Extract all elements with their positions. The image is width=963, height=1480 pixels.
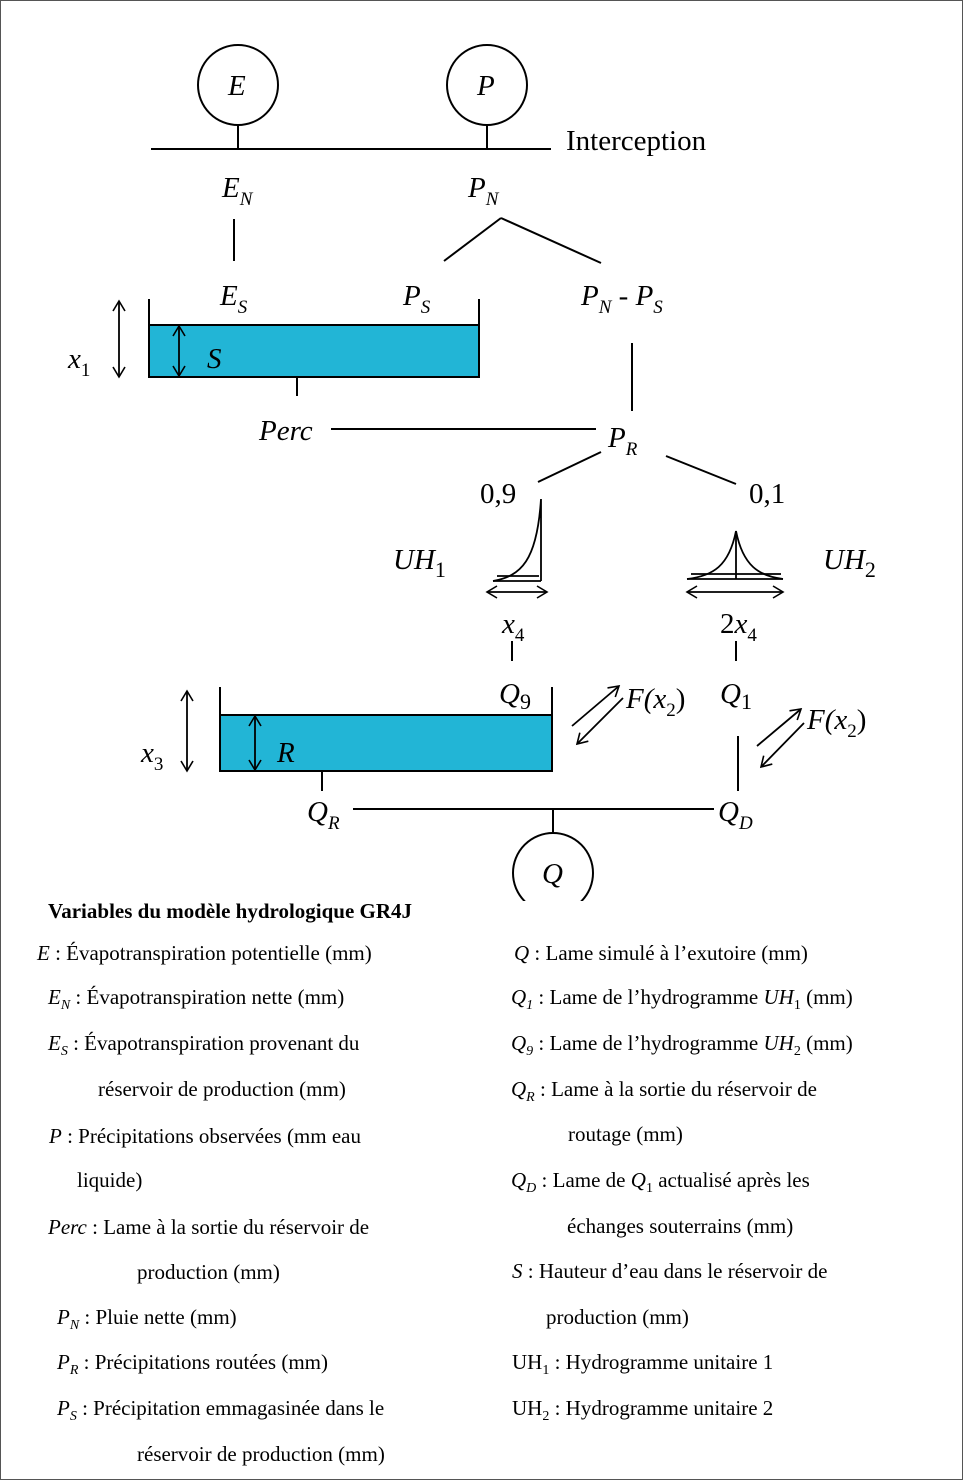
legend-text: production (mm) [546, 1305, 689, 1329]
label-uh1: UH1 [393, 544, 446, 582]
legend-right-row: QR : Lame à la sortie du réservoir de [511, 1077, 817, 1106]
legend-right-row: QD : Lame de Q1 actualisé après les [511, 1168, 810, 1197]
legend-text: production (mm) [137, 1260, 280, 1284]
legend-right-row: Q1 : Lame de l’hydrogramme UH1 (mm) [511, 985, 853, 1014]
legend-symbol: E [48, 1031, 61, 1055]
legend-left-row: Perc : Lame à la sortie du réservoir de [48, 1213, 369, 1242]
label-s: S [207, 343, 222, 375]
legend-right-row: Q9 : Lame de l’hydrogramme UH2 (mm) [511, 1031, 853, 1060]
legend-left-row: PN : Pluie nette (mm) [57, 1305, 237, 1334]
label-x1: x1 [67, 343, 90, 381]
outflow-circle [512, 832, 594, 901]
label-q1: Q1 [720, 678, 752, 714]
legend-text: : Évapotranspiration provenant du [67, 1031, 360, 1055]
label-x3: x3 [140, 737, 163, 775]
label-es: ES [219, 280, 248, 318]
label-q9: Q9 [499, 678, 531, 714]
legend-right-row: S : Hauteur d’eau dans le réservoir de [512, 1257, 827, 1286]
legend-symbol: P [57, 1305, 70, 1329]
legend-text: réservoir de production (mm) [137, 1442, 385, 1466]
legend-symbol: P [57, 1396, 70, 1420]
legend-text: : Lame de l’hydrogramme [533, 1031, 764, 1055]
legend-symbol: P [49, 1124, 62, 1148]
label-pn: PN [467, 172, 500, 210]
legend-left-row: réservoir de production (mm) [98, 1075, 346, 1104]
legend-right-row: Q : Lame simulé à l’exutoire (mm) [514, 939, 808, 968]
label-pr: PR [607, 422, 638, 460]
label-perc: Perc [258, 415, 313, 447]
uh1-hydrograph-icon [492, 498, 542, 582]
legend-symbol: E [48, 985, 61, 1009]
legend-text: UH [512, 1350, 543, 1374]
legend-text: : Évapotranspiration potentielle (mm) [49, 941, 372, 965]
legend-right-row: UH2 : Hydrogramme unitaire 2 [512, 1396, 774, 1425]
legend-right-row: échanges souterrains (mm) [567, 1212, 793, 1241]
legend-symbol: S [512, 1259, 523, 1283]
legend-left-row: EN : Évapotranspiration nette (mm) [48, 985, 345, 1014]
legend-symbol: Q [514, 941, 530, 965]
legend-text: : Précipitation emmagasinée dans le [76, 1396, 385, 1420]
label-split-0-9: 0,9 [480, 478, 516, 510]
gr4j-schematic: E P Interception EN PN ES PS PN - PS x1 … [67, 44, 876, 901]
legend-left-row: PS : Précipitation emmagasinée dans le [57, 1396, 385, 1425]
routing-store-level [219, 714, 553, 772]
legend-left-row: PR : Précipitations routées (mm) [57, 1350, 329, 1379]
label-en: EN [221, 172, 254, 210]
legend-text: : Précipitations observées (mm eau [61, 1124, 361, 1148]
legend-text: : Pluie nette (mm) [79, 1305, 237, 1329]
label-qr: QR [307, 796, 340, 834]
legend-left-row: liquide) [77, 1166, 142, 1195]
label-interception: Interception [566, 125, 707, 157]
legend-symbol: Q [511, 985, 527, 1009]
legend-right-row: UH1 : Hydrogramme unitaire 1 [512, 1350, 774, 1379]
legend-symbol: P [57, 1350, 70, 1374]
legend-text: : Évapotranspiration nette (mm) [70, 985, 345, 1009]
legend-left-row: E : Évapotranspiration potentielle (mm) [37, 939, 372, 968]
legend-text: : Lame à la sortie du réservoir de [534, 1077, 817, 1101]
legend-right-row: routage (mm) [568, 1120, 683, 1149]
legend-symbol: Q [511, 1031, 527, 1055]
legend-title: Variables du modèle hydrologique GR4J [48, 899, 413, 923]
legend-right-row: production (mm) [546, 1303, 689, 1332]
legend-text: routage (mm) [568, 1122, 683, 1146]
uh2-hydrograph-icon [686, 530, 784, 580]
legend-symbol: E [37, 941, 50, 965]
legend-text: échanges souterrains (mm) [567, 1214, 794, 1238]
legend-text: liquide) [77, 1168, 143, 1192]
legend-text: : Lame de [536, 1168, 631, 1192]
label-ps: PS [402, 280, 431, 318]
legend-left-row: P : Précipitations observées (mm eau [49, 1122, 361, 1151]
legend-symbol: Q [511, 1077, 527, 1101]
label-uh2: UH2 [823, 544, 876, 582]
legend-text: : Lame de l’hydrogramme [533, 985, 764, 1009]
legend-text: réservoir de production (mm) [98, 1077, 346, 1101]
label-split-0-1: 0,1 [749, 478, 785, 510]
label-x4: x4 [501, 608, 525, 646]
legend-text: : Précipitations routées (mm) [78, 1350, 329, 1374]
legend-left-row: ES : Évapotranspiration provenant du [48, 1031, 360, 1060]
legend-text: : Lame simulé à l’exutoire (mm) [529, 941, 808, 965]
label-pn-minus-ps: PN - PS [580, 280, 663, 318]
legend-left-row: production (mm) [137, 1258, 280, 1287]
label-p: P [476, 70, 495, 102]
legend-symbol: Perc [48, 1215, 87, 1239]
legend-left-row: réservoir de production (mm) [137, 1440, 385, 1469]
legend-text: UH [512, 1396, 543, 1420]
label-qd: QD [718, 796, 753, 834]
production-store-level [148, 324, 480, 378]
legend-text: : Lame à la sortie du réservoir de [86, 1215, 370, 1239]
label-q: Q [542, 858, 563, 890]
label-r: R [276, 737, 295, 769]
legend-symbol: Q [511, 1168, 527, 1192]
label-e: E [227, 70, 246, 102]
label-f-x2-a: F(x2) [625, 683, 685, 721]
legend-text: : Hauteur d’eau dans le réservoir de [522, 1259, 828, 1283]
label-2x4: 2x4 [720, 608, 757, 646]
label-f-x2-b: F(x2) [806, 704, 866, 742]
